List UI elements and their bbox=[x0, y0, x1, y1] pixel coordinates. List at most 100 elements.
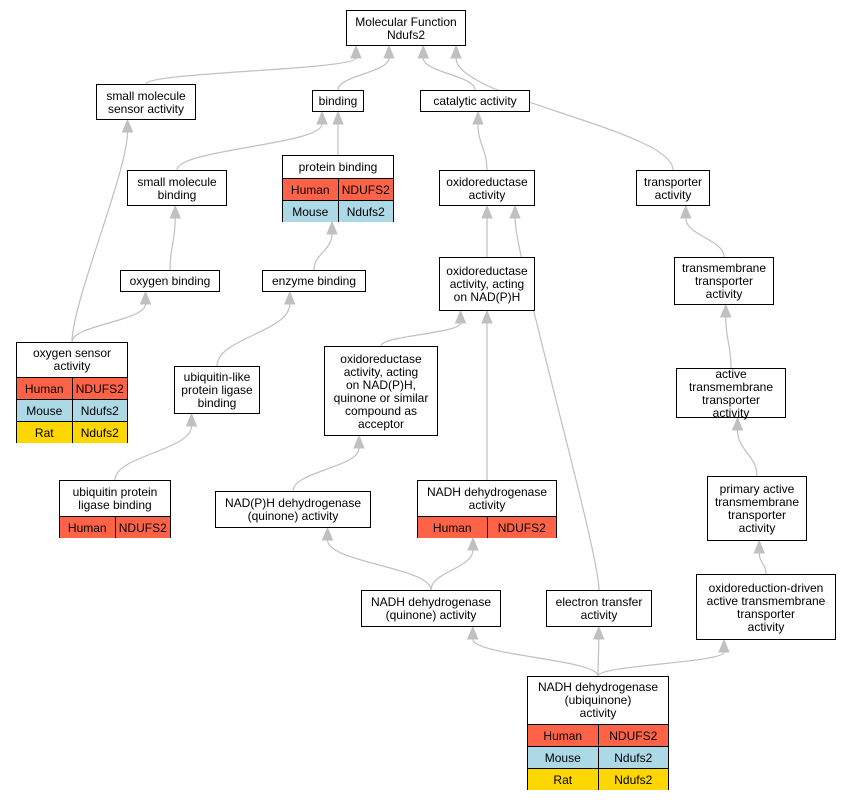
go-term-node-ublpl[interactable]: ubiquitin-like protein ligase binding bbox=[174, 366, 260, 414]
gene-symbol: NDUFS2 bbox=[609, 728, 658, 743]
arrowhead bbox=[718, 638, 730, 653]
gene-symbol: Ndufs2 bbox=[80, 425, 119, 440]
go-term-node-patmt[interactable]: primary active transmembrane transporter… bbox=[707, 476, 807, 541]
edge-smsa-to-mf bbox=[145, 57, 357, 85]
species-name: Human bbox=[283, 179, 339, 200]
gene-symbol: NDUFS2 bbox=[118, 520, 167, 535]
go-term-node-mf[interactable]: Molecular Function Ndufs2 bbox=[346, 10, 466, 46]
arrowhead bbox=[316, 110, 328, 125]
species-name: Rat bbox=[17, 422, 73, 443]
species-name: Human bbox=[528, 725, 599, 746]
gene-symbol: NDUFS2 bbox=[341, 182, 390, 197]
go-term-label: ubiquitin-like protein ligase binding bbox=[181, 370, 253, 410]
species-row-rat: Rat Ndufs2 bbox=[17, 421, 127, 443]
edge-oxred-to-catalytic bbox=[477, 123, 488, 171]
go-term-label: transporter activity bbox=[643, 174, 703, 202]
go-term-label: transmembrane transporter activity bbox=[681, 261, 767, 301]
go-term-label: active transmembrane transporter activit… bbox=[688, 366, 774, 420]
go-term-node-tmt[interactable]: transmembrane transporter activity bbox=[674, 257, 774, 305]
edge-smb-to-binding bbox=[176, 123, 323, 171]
species-name: Mouse bbox=[528, 747, 599, 768]
go-term-label: electron transfer activity bbox=[555, 595, 643, 622]
arrowhead bbox=[417, 44, 429, 59]
arrowhead bbox=[454, 309, 467, 324]
arrowhead bbox=[731, 416, 744, 431]
go-term-node-catalytic[interactable]: catalytic activity bbox=[420, 90, 530, 112]
arrowhead bbox=[321, 526, 334, 541]
arrowhead bbox=[121, 118, 134, 133]
arrowhead bbox=[332, 110, 344, 125]
species-name: Human bbox=[17, 378, 73, 399]
arrowhead bbox=[353, 434, 365, 449]
gene-symbol: NDUFS2 bbox=[75, 381, 124, 396]
arrowhead bbox=[450, 44, 462, 59]
species-name: Rat bbox=[528, 769, 599, 790]
arrowhead bbox=[720, 303, 732, 318]
arrowhead bbox=[139, 290, 152, 305]
edge-oxquin-to-oxnadph bbox=[380, 322, 462, 347]
species-name: Mouse bbox=[17, 400, 73, 421]
go-term-label: binding bbox=[318, 94, 358, 108]
arrowhead bbox=[350, 44, 362, 59]
go-term-label: NAD(P)H dehydrogenase (quinone) activity bbox=[224, 496, 362, 523]
arrowhead bbox=[680, 204, 692, 219]
go-term-node-transporter[interactable]: transporter activity bbox=[636, 170, 710, 206]
go-term-label: catalytic activity bbox=[433, 94, 517, 108]
edge-binding-to-mf bbox=[337, 57, 390, 91]
arrowhead bbox=[509, 204, 521, 219]
go-term-node-oxdriven[interactable]: oxidoreduction-driven active transmembra… bbox=[696, 574, 836, 640]
gene-symbol: Ndufs2 bbox=[80, 403, 119, 418]
go-term-node-oxnadph[interactable]: oxidoreductase activity, acting on NAD(P… bbox=[439, 257, 535, 311]
arrowhead bbox=[326, 220, 338, 235]
edge-nadhubq-to-etrans bbox=[597, 638, 600, 677]
go-term-node-nadphq[interactable]: NAD(P)H dehydrogenase (quinone) activity bbox=[215, 491, 371, 528]
species-name: Mouse bbox=[283, 201, 339, 222]
species-name: Human bbox=[60, 517, 116, 538]
species-row-human: Human NDUFS2 bbox=[528, 724, 668, 746]
go-term-node-etrans[interactable]: electron transfer activity bbox=[546, 590, 652, 627]
go-term-node-atmt[interactable]: active transmembrane transporter activit… bbox=[676, 366, 786, 420]
go-term-node-smsa[interactable]: small molecule sensor activity bbox=[96, 84, 196, 120]
go-term-node-oxred[interactable]: oxidoreductase activity bbox=[439, 170, 535, 206]
edge-catalytic-to-mf bbox=[422, 57, 476, 91]
go-term-label: enzyme binding bbox=[271, 274, 357, 288]
arrowhead bbox=[481, 309, 493, 324]
go-term-node-oxquin[interactable]: oxidoreductase activity, acting on NAD(P… bbox=[324, 346, 438, 436]
go-term-node-nadhubq[interactable]: NADH dehydrogenase (ubiquinone) activity… bbox=[527, 676, 669, 790]
go-term-label: NADH dehydrogenase activity bbox=[426, 484, 548, 512]
gene-symbol: Ndufs2 bbox=[614, 772, 653, 787]
go-term-node-binding[interactable]: binding bbox=[312, 90, 364, 112]
go-term-label: oxidoreductase activity, acting on NAD(P… bbox=[446, 264, 528, 304]
edge-tmt-to-transporter bbox=[685, 217, 725, 258]
edge-nadhq-to-nadhdh bbox=[430, 549, 474, 591]
go-term-node-nadhq[interactable]: NADH dehydrogenase (quinone) activity bbox=[361, 590, 501, 627]
edge-oxsens-to-smsa bbox=[71, 131, 129, 343]
go-term-node-oxyb[interactable]: oxygen binding bbox=[120, 270, 220, 292]
go-term-label: NADH dehydrogenase (ubiquinone) activity bbox=[537, 680, 659, 720]
go-term-node-smb[interactable]: small molecule binding bbox=[127, 170, 227, 206]
arrowhead bbox=[467, 536, 479, 551]
go-term-node-enzb[interactable]: enzyme binding bbox=[262, 270, 366, 292]
go-term-label: oxidoreductase activity, acting on NAD(P… bbox=[333, 351, 429, 431]
go-term-label: oxidoreduction-driven active transmembra… bbox=[706, 580, 826, 634]
edge-ubpl-to-ublpl bbox=[114, 425, 193, 481]
go-term-label: oxygen sensor activity bbox=[32, 346, 112, 373]
edge-transporter-to-mf bbox=[455, 57, 674, 171]
go-term-label: small molecule binding bbox=[137, 174, 217, 202]
arrowhead bbox=[383, 44, 395, 59]
go-term-label: NADH dehydrogenase (quinone) activity bbox=[370, 595, 492, 622]
arrowhead bbox=[169, 204, 181, 219]
arrowhead bbox=[467, 625, 479, 640]
edge-nadhubq-to-nadhq bbox=[472, 638, 599, 677]
edge-oxsens-to-oxyb bbox=[71, 303, 147, 343]
edge-atmt-to-tmt bbox=[725, 316, 732, 369]
